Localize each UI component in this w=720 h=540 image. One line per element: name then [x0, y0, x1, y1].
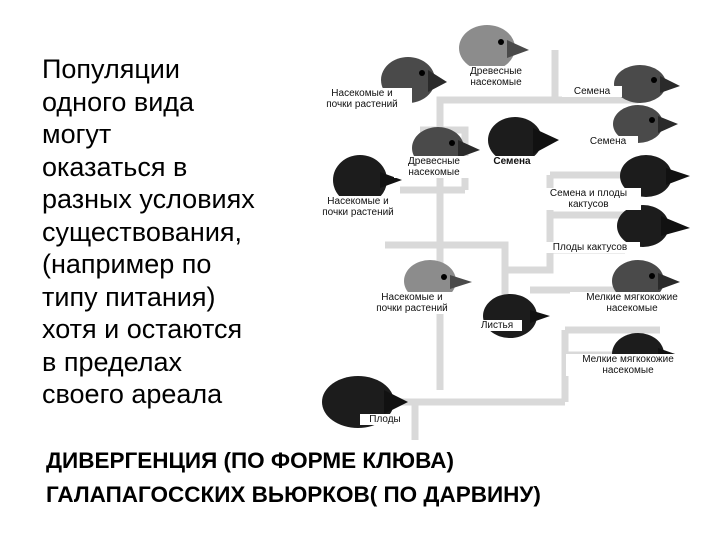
label-seeds: Семена: [578, 136, 638, 147]
finch-head-icon: [613, 105, 678, 143]
slide-heading: ДИВЕРГЕНЦИЯ (ПО ФОРМЕ КЛЮВА) ГАЛАПАГОССК…: [46, 448, 541, 507]
label-soft-insects: Мелкие мягкокожие насекомые: [570, 292, 694, 314]
finch-head-icon: [404, 260, 472, 302]
label-leaves: Листья: [472, 320, 522, 331]
label-insects-buds: Насекомые и почки растений: [362, 292, 462, 314]
label-cactus-fruits: Плоды кактусов: [540, 242, 640, 253]
finch-head-icon: [488, 117, 559, 163]
finch-head-icon: [459, 25, 529, 71]
label-insects-buds: Насекомые и почки растений: [308, 196, 408, 218]
label-insects-buds: Насекомые и почки растений: [312, 88, 412, 110]
label-seeds: Семена: [482, 156, 542, 167]
label-seeds-fruits: Семена и плоды кактусов: [536, 188, 641, 210]
label-fruits: Плоды: [360, 414, 410, 425]
finch-head-icon: [612, 260, 680, 302]
finch-head-icon: [617, 205, 690, 247]
finch-head-icon: [614, 65, 680, 103]
label-tree-insects: Древесные насекомые: [456, 66, 536, 88]
label-tree-insects: Древесные насекомые: [394, 156, 474, 178]
finch-head-icon: [620, 155, 690, 197]
finch-head-icon: [483, 294, 550, 338]
description-text: Популяции одного вида могут оказаться в …: [42, 54, 255, 409]
finch-divergence-diagram: Насекомые и почки растений Древесные нас…: [290, 10, 700, 440]
finch-head-icon: [333, 155, 402, 205]
label-seeds: Семена: [562, 86, 622, 97]
label-soft-insects: Мелкие мягкокожие насекомые: [566, 354, 690, 376]
